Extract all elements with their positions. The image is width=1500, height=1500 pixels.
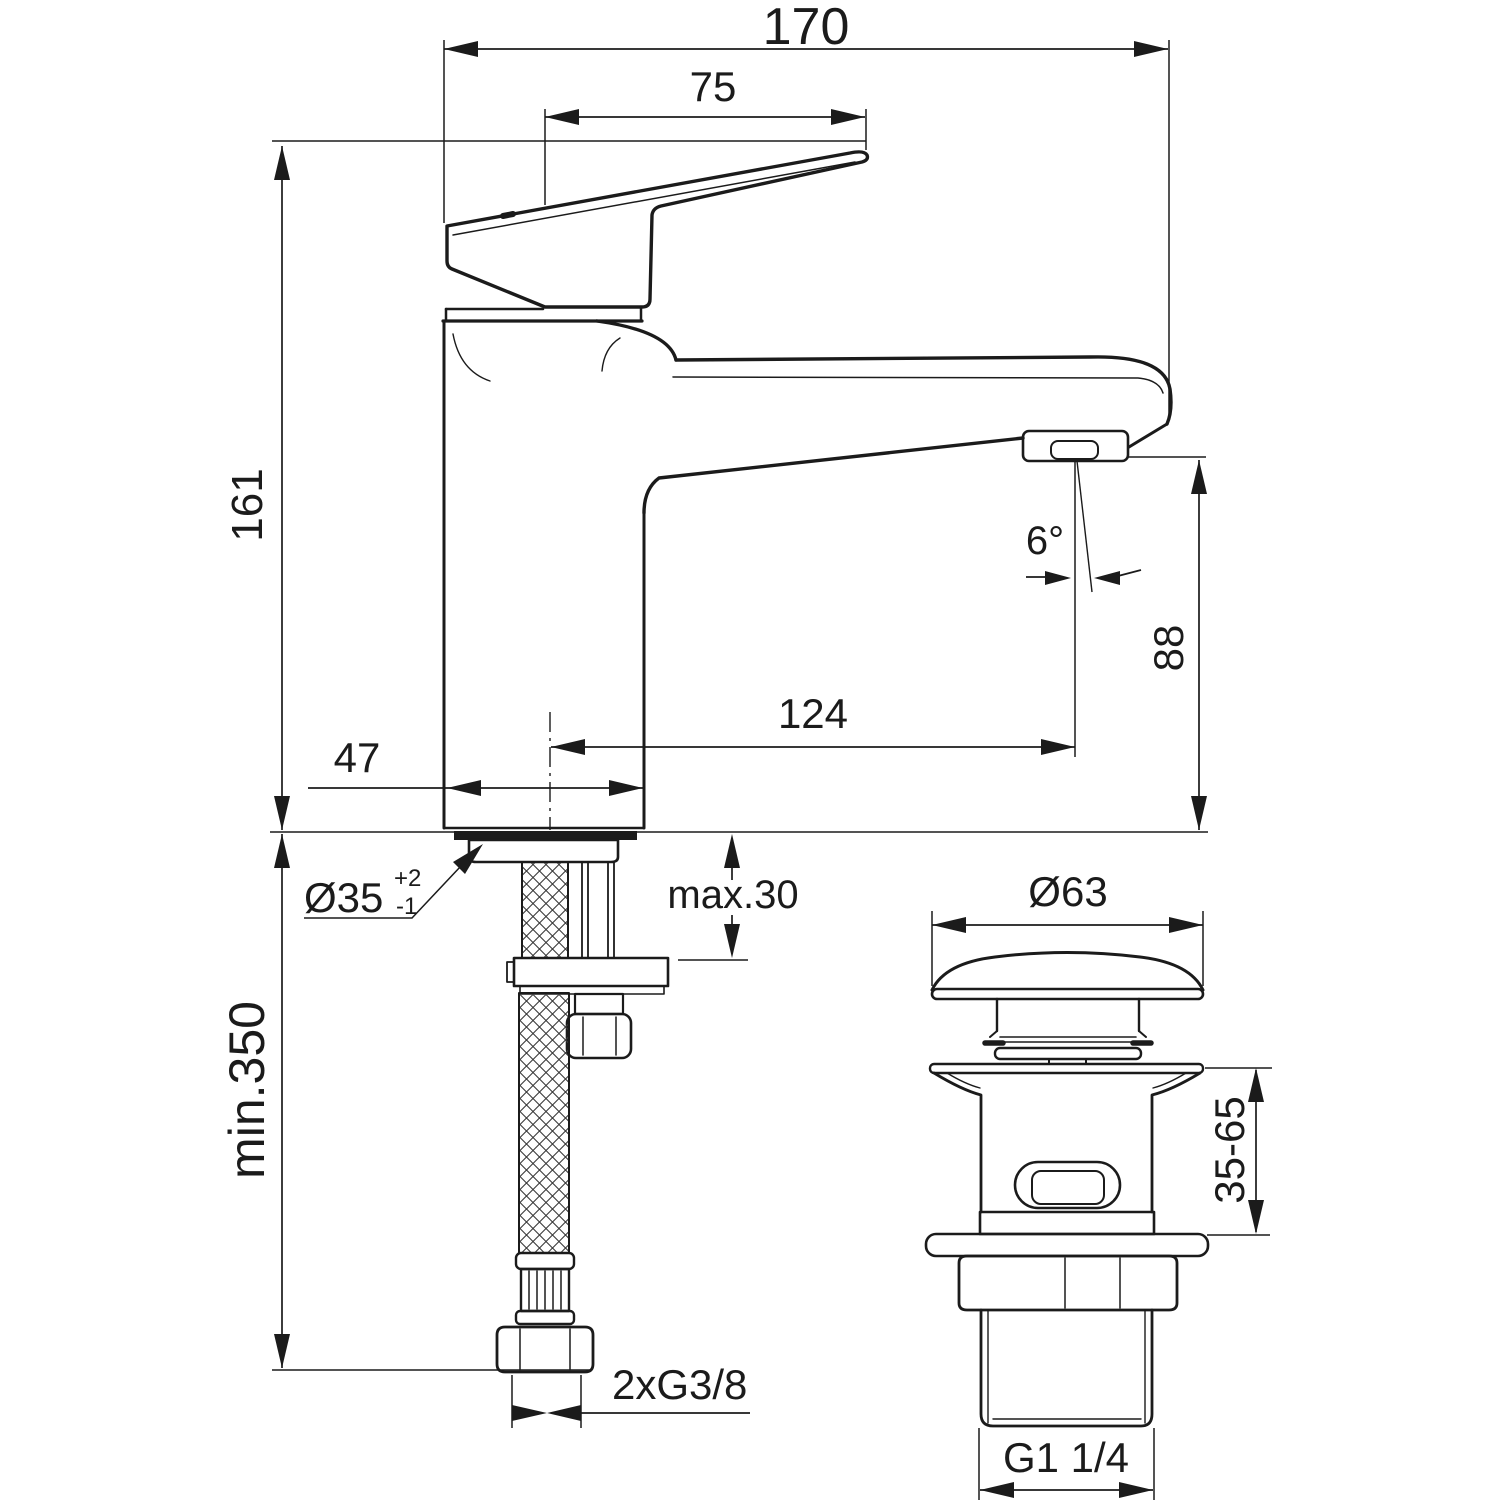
aerator-outlet (1050, 440, 1099, 460)
faucet-body (442, 319, 646, 830)
aerator (1021, 429, 1130, 463)
leader-tap-hole (304, 848, 478, 919)
popup-waste-view (924, 951, 1210, 1428)
waste-threaded-tail (979, 1308, 1154, 1428)
dim-spout-reach-label: 124 (778, 690, 848, 737)
dimension-labels: 170 75 161 47 124 max.30 Ø35 +2 -1 min.3… (219, 0, 1253, 1481)
overflow-slot (1013, 1160, 1122, 1210)
angle-line-6deg (1076, 460, 1093, 593)
under-deck-parts (495, 861, 670, 1374)
faucet-handle (445, 150, 870, 309)
overflow-slot-inner (1031, 1170, 1105, 1205)
dim-tap-hole-tol-minus: -1 (396, 893, 417, 920)
hose-ring (514, 1309, 576, 1326)
dimension-arrowheads (274, 41, 1264, 1498)
dim-outlet-height-label: 88 (1145, 625, 1192, 672)
dim-supply-thread-label: 2xG3/8 (612, 1361, 747, 1408)
dim-waste-range-label: 35-65 (1206, 1096, 1253, 1203)
waste-cap-plate (930, 987, 1205, 1001)
hose-crimp-collar (514, 1251, 576, 1271)
waste-neck (982, 997, 1154, 1065)
dim-total-height-label: 161 (223, 468, 272, 541)
waste-washer (924, 1232, 1210, 1258)
dim-overall-depth-label: 170 (763, 0, 850, 56)
fixing-studs (581, 861, 615, 959)
waste-cap-dome (930, 951, 1205, 992)
base-gasket (454, 831, 637, 840)
dim-spout-angle-label: 6° (1026, 519, 1064, 563)
faucet-spout (595, 319, 1173, 515)
cartridge-ring (441, 305, 644, 323)
dim-handle-projection-label: 75 (690, 63, 737, 110)
fixing-nut (565, 1012, 633, 1060)
dim-waste-cap-label: Ø63 (1028, 868, 1107, 915)
handle-notch (500, 211, 516, 219)
waste-cone-body (932, 1071, 1202, 1214)
hose-connection-nut (495, 1325, 595, 1374)
dimension-lines (270, 40, 1272, 1500)
dim-max-deck-label: max.30 (667, 873, 798, 917)
waste-locknut (957, 1254, 1179, 1312)
dim-min-clearance-label: min.350 (219, 1001, 275, 1179)
supply-hose-lower (518, 992, 570, 1254)
base-shank (467, 838, 620, 864)
supply-hose-upper (521, 861, 569, 959)
mounting-plate (506, 956, 670, 995)
faucet-view (441, 150, 1173, 864)
stud-sleeve (573, 992, 625, 1016)
dim-tap-hole-tol-plus: +2 (394, 865, 421, 892)
hose-ribbed-section (519, 1267, 571, 1313)
handle-highlight-line (452, 161, 856, 236)
dim-waste-thread-label: G1 1/4 (1003, 1434, 1129, 1481)
dim-tap-hole-label: Ø35 (304, 874, 383, 921)
dim-base-width-label: 47 (334, 734, 381, 781)
waste-flange (928, 1062, 1205, 1075)
waste-body-flange (978, 1210, 1156, 1236)
